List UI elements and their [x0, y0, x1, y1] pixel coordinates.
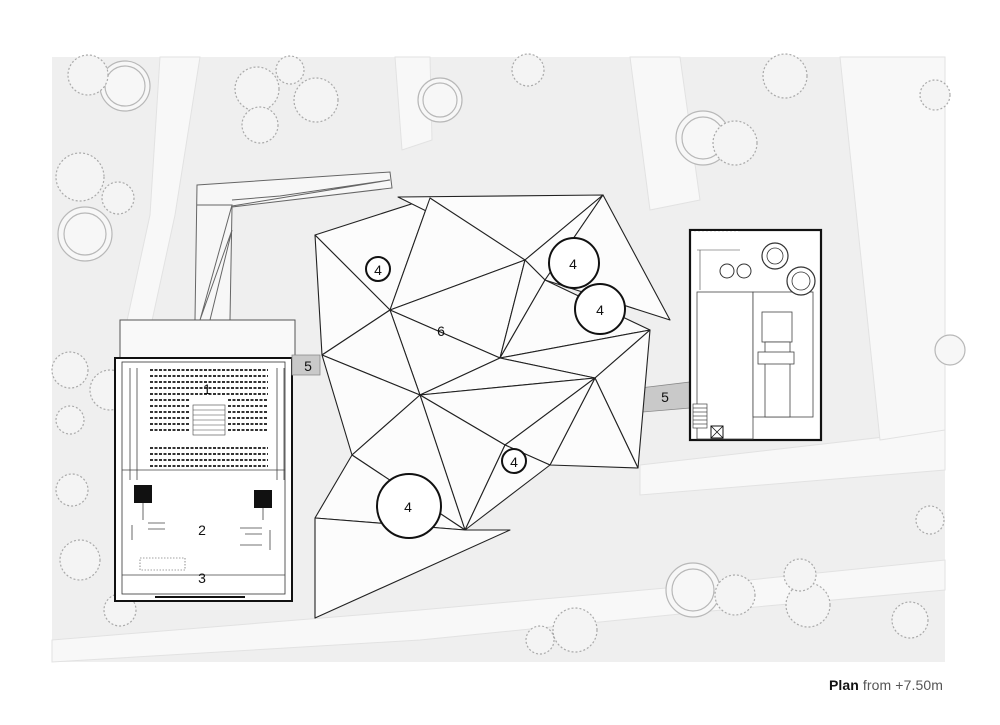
cylinder-d — [501, 448, 527, 474]
triangulated-roof — [314, 194, 671, 619]
label-2: 2 — [198, 522, 206, 538]
bridge-west — [291, 354, 321, 376]
tree-canopies — [57, 60, 966, 618]
label-5a: 5 — [304, 358, 312, 374]
cylinder-e — [376, 473, 442, 539]
tree-scribbles — [51, 53, 951, 655]
label-5b: 5 — [661, 389, 669, 405]
label-4a: 4 — [374, 262, 382, 278]
cylinder-c — [574, 283, 626, 335]
service-building — [688, 228, 823, 442]
label-3: 3 — [198, 570, 206, 586]
speaker-right — [254, 490, 272, 508]
label-4e: 4 — [404, 499, 412, 515]
cylinder-a — [365, 256, 391, 282]
label-4d: 4 — [510, 454, 518, 470]
label-4c: 4 — [596, 302, 604, 318]
auditorium-seating — [150, 369, 268, 467]
cylinder-b — [548, 237, 600, 289]
auditorium-stairs — [192, 404, 226, 436]
caption-title: Plan — [828, 677, 859, 693]
label-6: 6 — [437, 323, 445, 339]
plan-caption: Plan from +7.50m — [829, 677, 943, 693]
speaker-left — [134, 485, 152, 503]
caption-level: from +7.50m — [862, 677, 943, 693]
auditorium-building — [114, 319, 296, 602]
cylinder-columns — [365, 237, 626, 539]
label-4b: 4 — [569, 256, 577, 272]
label-1: 1 — [203, 381, 211, 397]
